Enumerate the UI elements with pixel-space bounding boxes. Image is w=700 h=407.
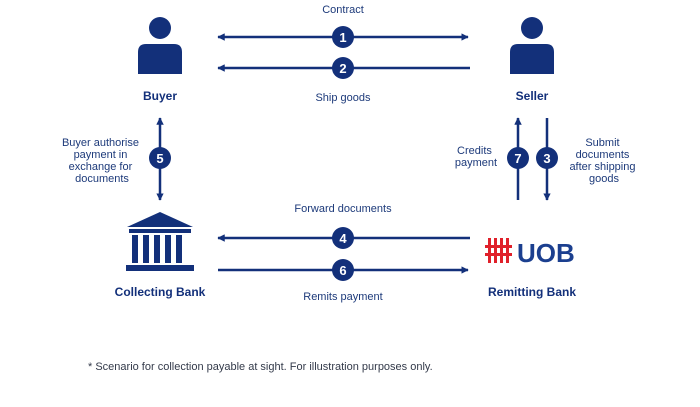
collecting-bank-label: Collecting Bank: [115, 285, 206, 299]
step-1-number: 1: [339, 30, 346, 45]
step-7-label-line-1: Credits: [457, 145, 492, 157]
uob-logo-text: UOB: [517, 238, 575, 268]
step-7-badge: [507, 147, 529, 169]
step-4-label: Forward documents: [294, 203, 392, 215]
step-7-label: Credits payment: [455, 145, 497, 169]
step-3-label: Submit documents after shipping goods: [569, 137, 638, 185]
step-4-number: 4: [339, 231, 347, 246]
step-5-label: Buyer authorise payment in exchange for …: [62, 137, 142, 185]
step-5-label-line-1: Buyer authorise: [62, 137, 139, 149]
seller-person-icon: [510, 17, 554, 74]
step-5-badge: [149, 147, 171, 169]
step-3-badge: [536, 147, 558, 169]
step-5-number: 5: [156, 151, 163, 166]
step-7-number: 7: [514, 151, 521, 166]
step-3-label-line-3: after shipping: [569, 161, 635, 173]
step-1-label: Contract: [322, 4, 364, 16]
uob-logo-icon: UOB: [485, 238, 575, 268]
step-6-number: 6: [339, 263, 346, 278]
bank-building-icon: [126, 212, 194, 271]
step-5-label-line-2: payment in: [74, 149, 128, 161]
seller-label: Seller: [516, 89, 549, 103]
step-6-label: Remits payment: [303, 291, 382, 303]
step-3-number: 3: [543, 151, 550, 166]
footnote: * Scenario for collection payable at sig…: [88, 361, 433, 373]
buyer-label: Buyer: [143, 89, 177, 103]
step-4-badge: [332, 227, 354, 249]
step-3-label-line-2: documents: [576, 149, 630, 161]
step-2-label: Ship goods: [315, 92, 371, 104]
step-6-badge: [332, 259, 354, 281]
step-3-label-line-1: Submit: [585, 137, 619, 149]
step-1-badge: [332, 26, 354, 48]
buyer-person-icon: [138, 17, 182, 74]
remitting-bank-label: Remitting Bank: [488, 285, 576, 299]
step-7-label-line-2: payment: [455, 157, 497, 169]
step-2-badge: [332, 57, 354, 79]
step-2-number: 2: [339, 61, 346, 76]
step-5-label-line-3: exchange for: [69, 161, 133, 173]
step-5-label-line-4: documents: [75, 173, 129, 185]
step-3-label-line-4: goods: [589, 173, 619, 185]
